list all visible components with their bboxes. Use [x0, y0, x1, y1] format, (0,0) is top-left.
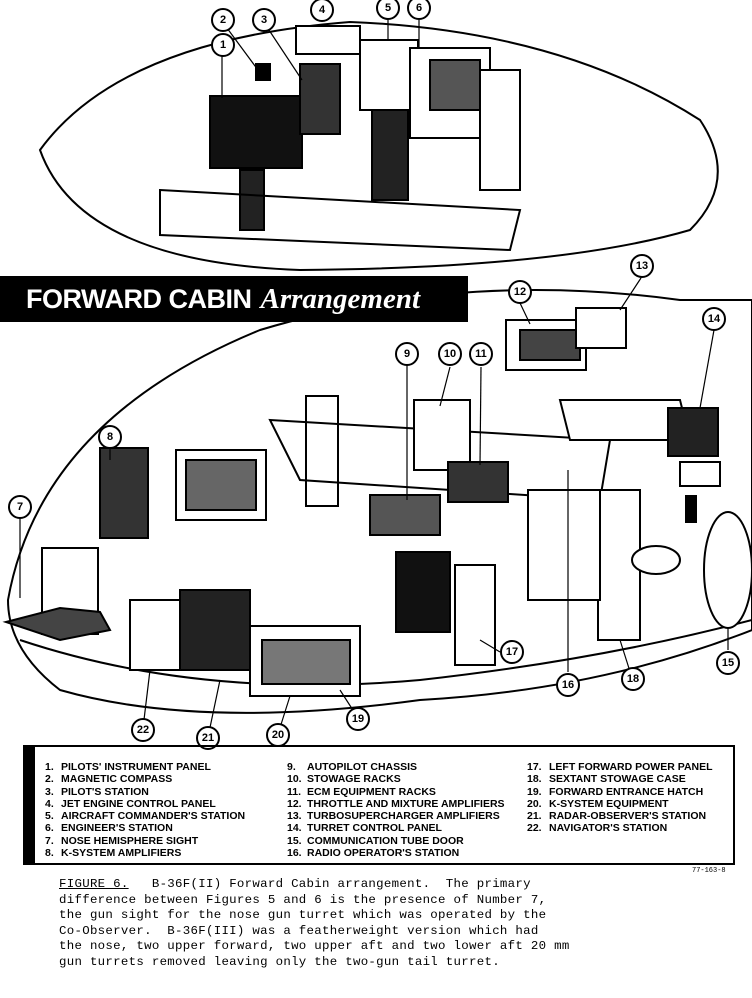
caption-line: Co-Observer. B-36F(III) was a featherwei… [59, 923, 539, 938]
banner-title: FORWARD CABIN [26, 283, 252, 314]
legend-item: 3.PILOT'S STATION [45, 785, 149, 798]
caption-line: FIGURE 6. B-36F(II) Forward Cabin arrang… [59, 877, 531, 891]
legend-item: 18.SEXTANT STOWAGE CASE [527, 773, 686, 786]
legend-item: 6.ENGINEER'S STATION [45, 822, 173, 835]
legend-item: 17.LEFT FORWARD POWER PANEL [527, 761, 713, 773]
callout-11: 11 [469, 342, 493, 366]
callout-20: 20 [266, 723, 290, 747]
legend-column-1: 1.PILOTS' INSTRUMENT PANEL 2.MAGNETIC CO… [45, 761, 245, 859]
legend-item: 14.TURRET CONTROL PANEL [287, 822, 442, 835]
legend-item: 13.TURBOSUPERCHARGER AMPLIFIERS [287, 810, 500, 823]
callout-8: 8 [98, 425, 122, 449]
legend-item: 20.K-SYSTEM EQUIPMENT [527, 797, 669, 810]
callout-7: 7 [8, 495, 32, 519]
cabin-cutaway-drawing [2, 289, 752, 714]
title-banner: FORWARD CABIN Arrangement [0, 276, 468, 322]
legend-item: 9.AUTOPILOT CHASSIS [287, 761, 418, 773]
caption-line: difference between Figures 5 and 6 is th… [59, 892, 547, 907]
legend-item: 11.ECM EQUIPMENT RACKS [287, 785, 436, 798]
callout-17: 17 [500, 640, 524, 664]
legend-item: 19.FORWARD ENTRANCE HATCH [527, 785, 704, 798]
callout-3: 3 [252, 8, 276, 32]
callout-18: 18 [621, 667, 645, 691]
legend-item: 21.RADAR-OBSERVER'S STATION [527, 810, 707, 823]
callout-15: 15 [716, 651, 740, 675]
caption-line: gun turrets removed leaving only the two… [59, 954, 500, 969]
legend-item: 7.NOSE HEMISPHERE SIGHT [45, 834, 199, 847]
figure-code: 77-163-8 [692, 867, 726, 875]
callout-13: 13 [630, 254, 654, 278]
legend-item: 12.THROTTLE AND MIXTURE AMPLIFIERS [287, 797, 505, 810]
flight-deck-drawing [38, 20, 719, 272]
caption-line: the gun sight for the nose gun turret wh… [59, 908, 547, 923]
legend-item: 8.K-SYSTEM AMPLIFIERS [45, 847, 182, 860]
callout-19: 19 [346, 707, 370, 731]
callout-14: 14 [702, 307, 726, 331]
legend-column-3: 17.LEFT FORWARD POWER PANEL 18.SEXTANT S… [527, 761, 713, 835]
legend-item: 15.COMMUNICATION TUBE DOOR [287, 834, 464, 847]
legend-item: 5.AIRCRAFT COMMANDER'S STATION [45, 810, 246, 823]
callout-12: 12 [508, 280, 532, 304]
legend-item: 4.JET ENGINE CONTROL PANEL [45, 797, 216, 810]
legend-box: 1.PILOTS' INSTRUMENT PANEL 2.MAGNETIC CO… [23, 745, 735, 865]
callout-10: 10 [438, 342, 462, 366]
callout-6: 6 [407, 0, 431, 20]
callout-2: 2 [211, 8, 235, 32]
callout-9: 9 [395, 342, 419, 366]
figure-caption: FIGURE 6. B-36F(II) Forward Cabin arrang… [59, 877, 749, 971]
callout-22: 22 [131, 718, 155, 742]
callout-5: 5 [376, 0, 400, 20]
legend-item: 16.RADIO OPERATOR'S STATION [287, 847, 460, 860]
legend-item: 10.STOWAGE RACKS [287, 773, 401, 786]
caption-line: the nose, two upper forward, two upper a… [59, 939, 570, 954]
legend-item: 22.NAVIGATOR'S STATION [527, 822, 668, 835]
legend-item: 2.MAGNETIC COMPASS [45, 773, 173, 786]
callout-4: 4 [310, 0, 334, 22]
callout-1: 1 [211, 33, 235, 57]
callout-16: 16 [556, 673, 580, 697]
figure-label: FIGURE 6. [59, 877, 129, 891]
legend-accent-bar [25, 747, 35, 863]
legend-item: 1.PILOTS' INSTRUMENT PANEL [45, 761, 211, 773]
banner-title-italic: Arrangement [260, 282, 421, 315]
legend-column-2: 9.AUTOPILOT CHASSIS 10.STOWAGE RACKS 11.… [287, 761, 505, 859]
